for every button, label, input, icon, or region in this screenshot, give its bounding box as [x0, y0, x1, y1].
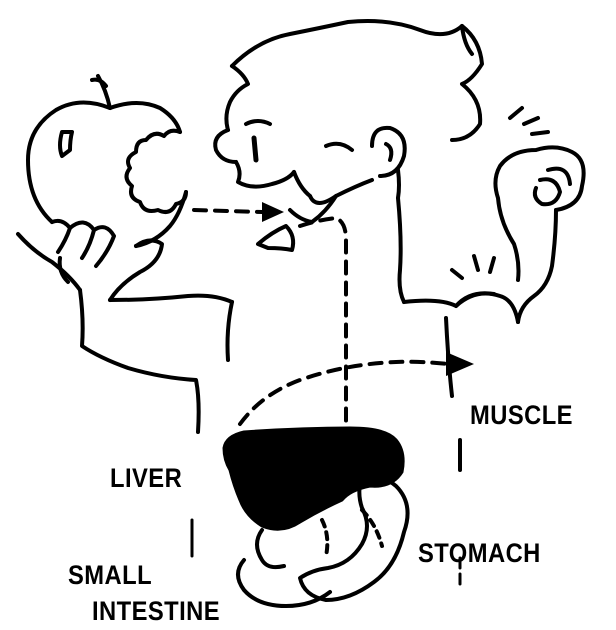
small-intestine-label-line2: INTESTINE: [92, 598, 220, 625]
food-pathway: [194, 210, 448, 430]
stomach-label: STOMACH: [418, 540, 541, 567]
boy-head: [215, 21, 482, 203]
arrowheads: [262, 202, 474, 376]
throat: [258, 226, 293, 250]
liver-label: LIVER: [110, 465, 182, 492]
small-intestine-label-line1: SMALL: [68, 562, 152, 589]
muscle-label: MUSCLE: [470, 402, 573, 429]
hand: [18, 221, 162, 300]
small-intestine: [238, 520, 330, 606]
flexed-arm: [452, 108, 584, 306]
